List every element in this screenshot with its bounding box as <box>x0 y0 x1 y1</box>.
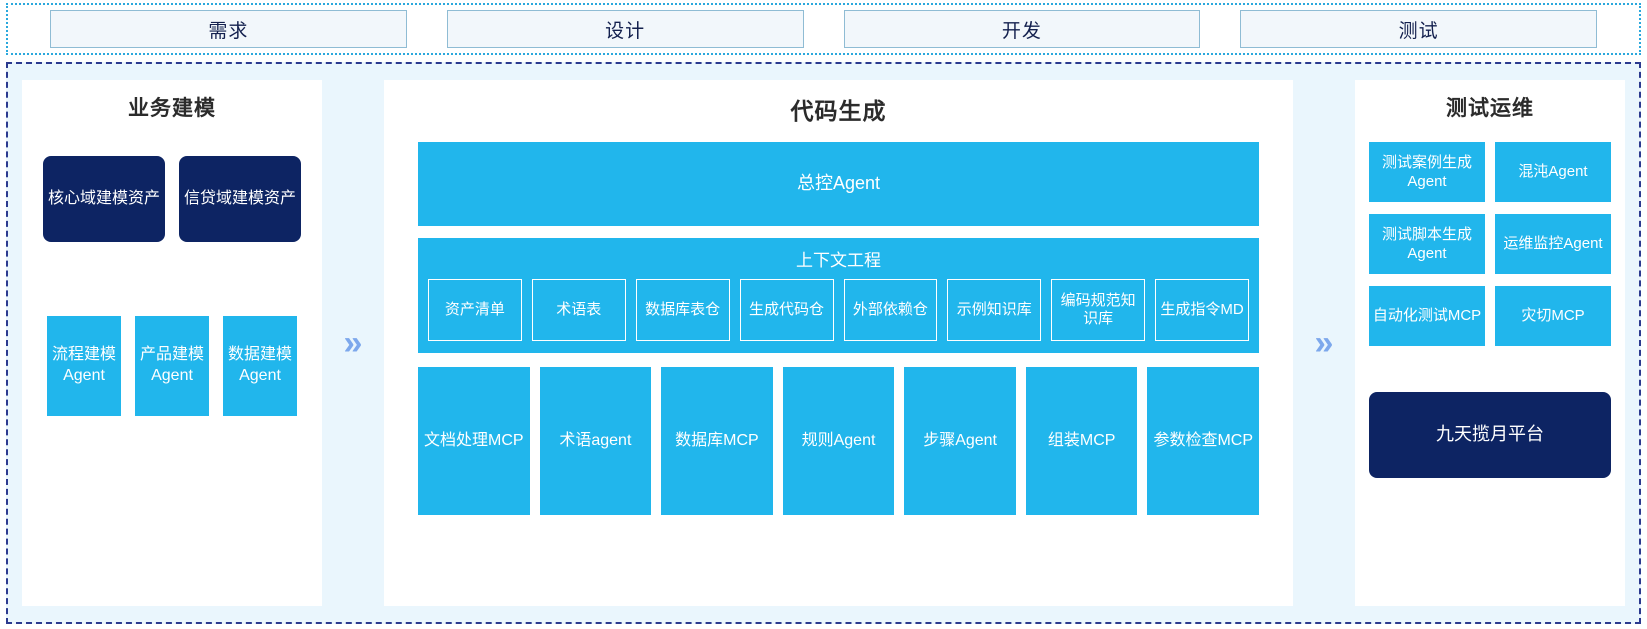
card-disaster-switch-mcp[interactable]: 灾切MCP <box>1495 286 1611 346</box>
context-chip-example-knowledge-base[interactable]: 示例知识库 <box>947 279 1042 341</box>
context-engineering-block: 上下文工程 资产清单 术语表 数据库表仓 生成代码仓 外部依赖仓 示例知识库 编… <box>418 238 1259 353</box>
chevron-right-icon-center-to-right: » <box>1314 324 1334 362</box>
context-chip-generation-instruction-md[interactable]: 生成指令MD <box>1155 279 1249 341</box>
business-assets-row: 核心域建模资产 信贷域建模资产 <box>36 156 308 242</box>
context-chip-coding-standard-knowledge-base[interactable]: 编码规范知识库 <box>1051 279 1146 341</box>
panel-business-modeling: 业务建模 核心域建模资产 信贷域建模资产 流程建模Agent 产品建模Agent… <box>22 80 322 606</box>
card-test-script-generation-agent[interactable]: 测试脚本生成Agent <box>1369 214 1485 274</box>
stage-tab-testing[interactable]: 测试 <box>1240 10 1597 48</box>
tool-card-assembly-mcp[interactable]: 组装MCP <box>1025 367 1138 515</box>
context-chip-asset-inventory[interactable]: 资产清单 <box>428 279 522 341</box>
agent-card-product-modeling[interactable]: 产品建模Agent <box>135 316 209 416</box>
test-ops-card-grid: 测试案例生成Agent 混沌Agent 测试脚本生成Agent 运维监控Agen… <box>1369 142 1611 346</box>
card-ops-monitoring-agent[interactable]: 运维监控Agent <box>1495 214 1611 274</box>
panel-title-code-generation: 代码生成 <box>790 98 887 124</box>
tool-card-step-agent[interactable]: 步骤Agent <box>904 367 1016 515</box>
card-chaos-agent[interactable]: 混沌Agent <box>1495 142 1611 202</box>
modeling-agents-row: 流程建模Agent 产品建模Agent 数据建模Agent <box>36 316 308 416</box>
tool-card-database-mcp[interactable]: 数据库MCP <box>661 367 773 515</box>
stage-tab-strip: 需求 设计 开发 测试 <box>6 3 1641 55</box>
context-chip-glossary[interactable]: 术语表 <box>531 279 626 341</box>
master-agent-banner[interactable]: 总控Agent <box>418 142 1259 226</box>
tool-card-glossary-agent[interactable]: 术语agent <box>539 367 652 515</box>
panel-title-business-modeling: 业务建模 <box>128 97 216 120</box>
stage-tab-requirements[interactable]: 需求 <box>50 10 407 48</box>
agent-card-process-modeling[interactable]: 流程建模Agent <box>47 316 121 416</box>
tool-card-document-processing-mcp[interactable]: 文档处理MCP <box>418 367 530 515</box>
stage-tab-design[interactable]: 设计 <box>446 10 804 48</box>
tool-card-parameter-check-mcp[interactable]: 参数检查MCP <box>1147 367 1260 515</box>
card-automated-test-mcp[interactable]: 自动化测试MCP <box>1369 286 1485 346</box>
panel-code-generation: 代码生成 总控Agent 上下文工程 资产清单 术语表 数据库表仓 生成代码仓 … <box>384 80 1293 606</box>
tool-card-row: 文档处理MCP 术语agent 数据库MCP 规则Agent 步骤Agent 组… <box>418 367 1260 515</box>
chevron-right-icon-left-to-center: » <box>343 324 363 362</box>
context-chip-generated-code-repo[interactable]: 生成代码仓 <box>739 279 834 341</box>
context-chip-external-dependency-repo[interactable]: 外部依赖仓 <box>843 279 938 341</box>
context-engineering-title: 上下文工程 <box>796 251 881 270</box>
panel-test-operations: 测试运维 测试案例生成Agent 混沌Agent 测试脚本生成Agent 运维监… <box>1355 80 1625 606</box>
agent-card-data-modeling[interactable]: 数据建模Agent <box>223 316 297 416</box>
asset-card-credit-domain[interactable]: 信贷域建模资产 <box>179 156 301 242</box>
context-chip-list: 资产清单 术语表 数据库表仓 生成代码仓 外部依赖仓 示例知识库 编码规范知识库… <box>428 279 1249 341</box>
main-frame: 业务建模 核心域建模资产 信贷域建模资产 流程建模Agent 产品建模Agent… <box>6 62 1641 624</box>
context-chip-db-table-repo[interactable]: 数据库表仓 <box>635 279 730 341</box>
stage-tab-development[interactable]: 开发 <box>843 10 1201 48</box>
asset-card-core-domain[interactable]: 核心域建模资产 <box>43 156 165 242</box>
tool-card-rule-agent[interactable]: 规则Agent <box>782 367 895 515</box>
panel-title-test-operations: 测试运维 <box>1446 97 1534 120</box>
platform-card-jiutian-lanyue[interactable]: 九天揽月平台 <box>1369 392 1611 478</box>
card-test-case-generation-agent[interactable]: 测试案例生成Agent <box>1369 142 1485 202</box>
